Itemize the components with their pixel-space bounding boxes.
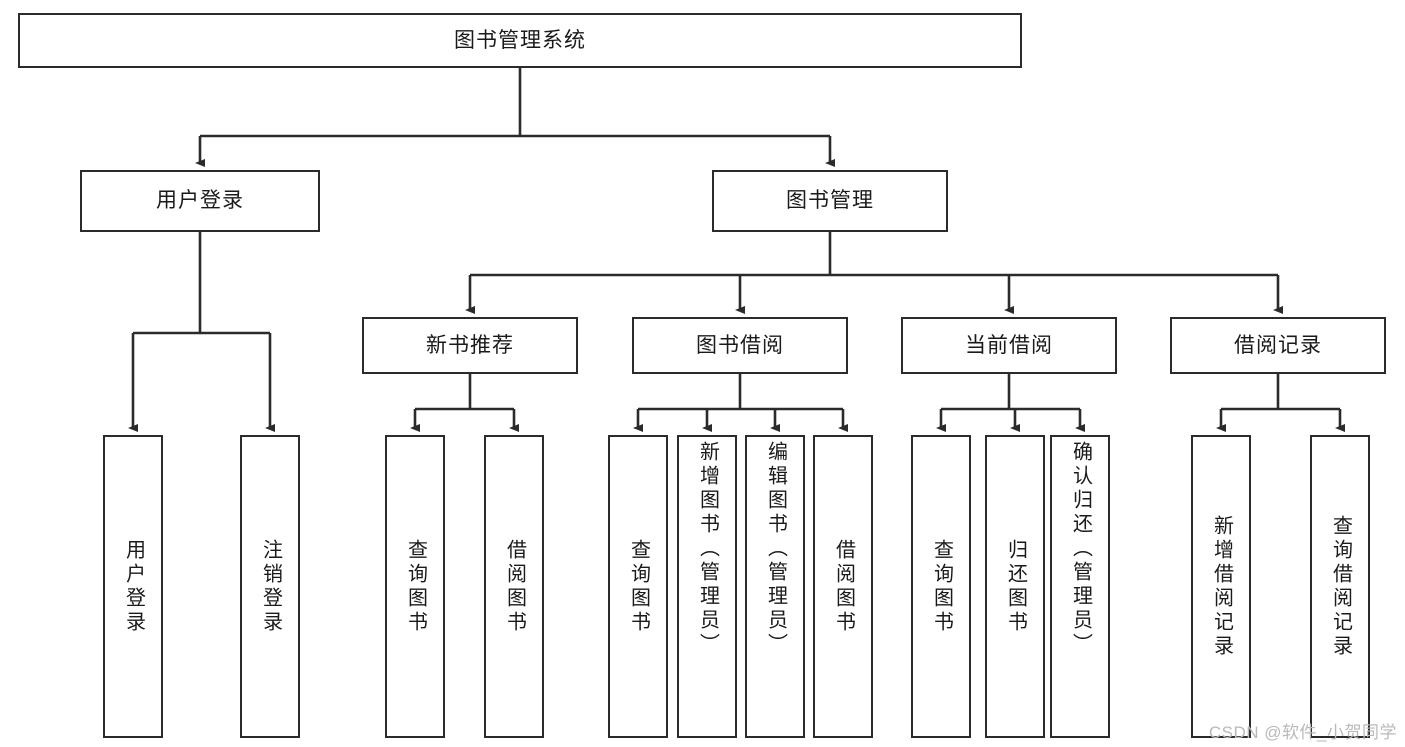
node-leaf-add-book-admin[interactable]: 新增图书（管理员） xyxy=(677,435,737,738)
node-leaf-edit-book-admin[interactable]: 编辑图书（管理员） xyxy=(745,435,805,738)
node-leaf-add-borrow-record-label: 新增借阅记录 xyxy=(1210,514,1233,659)
node-leaf-confirm-return-admin[interactable]: 确认归还（管理员） xyxy=(1050,435,1110,738)
node-user-login-label: 用户登录 xyxy=(156,189,244,213)
node-current-borrow[interactable]: 当前借阅 xyxy=(901,317,1117,374)
node-user-login[interactable]: 用户登录 xyxy=(80,170,320,232)
node-leaf-query-book-2[interactable]: 查询图书 xyxy=(608,435,668,738)
node-root[interactable]: 图书管理系统 xyxy=(18,13,1022,68)
node-book-manage[interactable]: 图书管理 xyxy=(712,170,948,232)
node-root-label: 图书管理系统 xyxy=(454,28,586,52)
node-current-borrow-label: 当前借阅 xyxy=(965,333,1053,357)
node-new-book-recommend-label: 新书推荐 xyxy=(426,333,514,357)
node-borrow-record-label: 借阅记录 xyxy=(1234,333,1322,357)
node-leaf-borrow-book-1[interactable]: 借阅图书 xyxy=(484,435,544,738)
watermark-label: CSDN @软件_小贺同学 xyxy=(1208,723,1397,742)
node-leaf-add-book-admin-label: 新增图书（管理员） xyxy=(696,441,719,657)
node-leaf-return-book[interactable]: 归还图书 xyxy=(985,435,1045,738)
node-leaf-logout[interactable]: 注销登录 xyxy=(240,435,300,738)
node-leaf-user-login-label: 用户登录 xyxy=(122,538,145,635)
node-leaf-query-book-2-label: 查询图书 xyxy=(627,538,650,635)
node-leaf-logout-label: 注销登录 xyxy=(259,538,282,635)
node-leaf-query-borrow-record[interactable]: 查询借阅记录 xyxy=(1310,435,1370,738)
node-leaf-add-borrow-record[interactable]: 新增借阅记录 xyxy=(1191,435,1251,738)
node-leaf-borrow-book-1-label: 借阅图书 xyxy=(503,538,526,635)
node-leaf-return-book-label: 归还图书 xyxy=(1004,538,1027,635)
node-book-borrow[interactable]: 图书借阅 xyxy=(632,317,848,374)
node-book-borrow-label: 图书借阅 xyxy=(696,333,784,357)
node-leaf-query-book-3[interactable]: 查询图书 xyxy=(911,435,971,738)
node-leaf-borrow-book-2-label: 借阅图书 xyxy=(832,538,855,635)
node-book-manage-label: 图书管理 xyxy=(786,189,874,213)
node-leaf-query-book-1-label: 查询图书 xyxy=(404,538,427,635)
node-leaf-query-borrow-record-label: 查询借阅记录 xyxy=(1329,514,1352,659)
node-borrow-record[interactable]: 借阅记录 xyxy=(1170,317,1386,374)
node-leaf-query-book-3-label: 查询图书 xyxy=(930,538,953,635)
node-leaf-edit-book-admin-label: 编辑图书（管理员） xyxy=(764,441,787,657)
node-leaf-borrow-book-2[interactable]: 借阅图书 xyxy=(813,435,873,738)
node-leaf-user-login[interactable]: 用户登录 xyxy=(103,435,163,738)
node-leaf-confirm-return-admin-label: 确认归还（管理员） xyxy=(1069,441,1092,657)
node-leaf-query-book-1[interactable]: 查询图书 xyxy=(385,435,445,738)
node-new-book-recommend[interactable]: 新书推荐 xyxy=(362,317,578,374)
